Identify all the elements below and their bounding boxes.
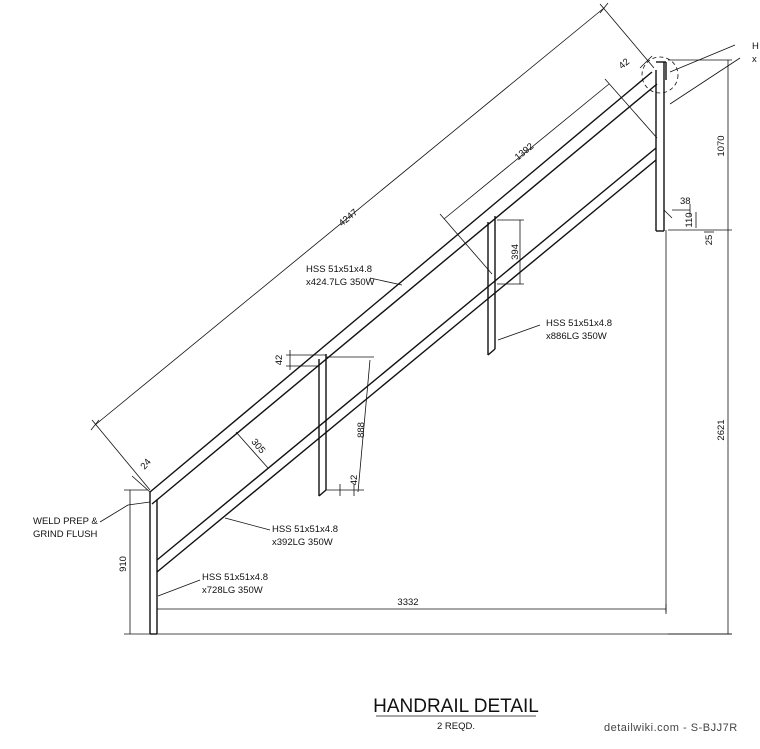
- callout-low-rail-line2: x392LG 350W: [272, 537, 333, 548]
- bottom-rail-upper-edge: [156, 147, 657, 561]
- dim-42-low: 42: [349, 475, 360, 486]
- callout-right-post-line2: x886LG 350W: [546, 331, 607, 342]
- member-callouts: HSS 51x51x4.8 x424.7LG 350W HSS 51x51x4.…: [33, 41, 759, 596]
- top-rail-upper-edge: [149, 71, 653, 493]
- dim-1070: 1070: [716, 135, 727, 156]
- callout-right-post-line1: HSS 51x51x4.8: [546, 318, 612, 329]
- title-block: HANDRAIL DETAIL 2 REQD. detailwiki.com -…: [373, 696, 738, 734]
- callout-edge-line2: x: [752, 54, 757, 65]
- bottom-rail-lower-edge: [156, 159, 657, 573]
- handrail-geometry: [149, 56, 679, 635]
- callout-edge-line1: H: [752, 41, 759, 52]
- watermark: detailwiki.com - S-BJJ7R: [604, 722, 738, 734]
- dim-2621: 2621: [716, 419, 727, 440]
- dim-305: 305: [249, 437, 268, 456]
- dimension-labels: 4247 1392 42 1070 38 110 25 394 42 888 4…: [118, 56, 727, 608]
- dim-1392: 1392: [513, 141, 536, 163]
- dim-42-mid: 42: [274, 355, 285, 366]
- dim-38: 38: [680, 196, 691, 207]
- drawing-subtitle: 2 REQD.: [437, 721, 475, 732]
- dim-110: 110: [684, 212, 695, 227]
- post-1-base: [318, 489, 327, 497]
- dim-3332: 3332: [397, 597, 418, 608]
- dim-910: 910: [118, 556, 129, 572]
- callout-top-rail-line1: HSS 51x51x4.8: [306, 264, 372, 275]
- dim-25: 25: [704, 235, 715, 246]
- callout-weld-line2: GRIND FLUSH: [33, 529, 98, 540]
- dimension-lines: [90, 2, 741, 635]
- post-2-base: [487, 348, 496, 356]
- callout-left-post-line2: x728LG 350W: [202, 585, 263, 596]
- callout-weld-line1: WELD PREP &: [33, 516, 98, 527]
- callout-left-post-line1: HSS 51x51x4.8: [202, 572, 268, 583]
- dim-42-top: 42: [617, 56, 632, 71]
- drawing-title: HANDRAIL DETAIL: [373, 696, 539, 717]
- dim-24: 24: [138, 457, 153, 472]
- dim-394: 394: [510, 244, 521, 260]
- callout-low-rail-line1: HSS 51x51x4.8: [272, 524, 338, 535]
- callout-top-rail-line2: x424.7LG 350W: [306, 277, 375, 288]
- dim-888: 888: [356, 422, 367, 438]
- detail-circle: [641, 56, 679, 94]
- top-rail-lower-edge: [151, 83, 658, 505]
